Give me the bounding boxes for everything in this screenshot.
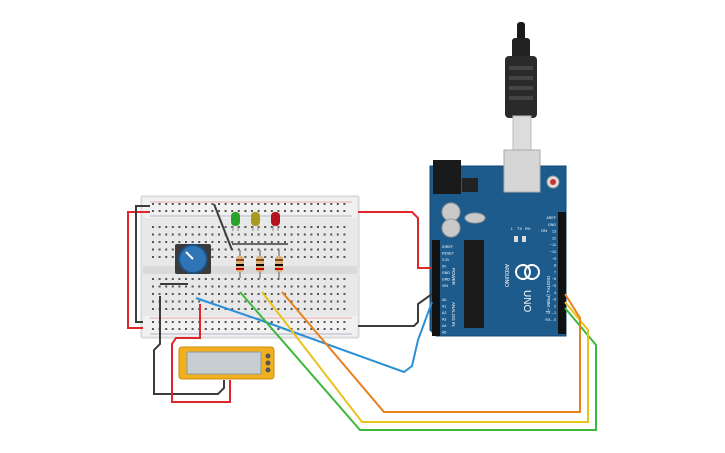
green-led[interactable] — [231, 212, 240, 231]
usb-port — [503, 149, 541, 193]
arduino-brand-text: ARDUINO — [503, 264, 509, 287]
pin-label: VIN — [442, 284, 448, 288]
usb-cable[interactable] — [505, 22, 537, 151]
pin-label: 5V — [442, 265, 447, 269]
digital-header[interactable] — [558, 212, 566, 334]
pin-label: RESET — [442, 252, 455, 256]
resistor-3[interactable] — [275, 250, 283, 278]
pin-label: 4 — [554, 291, 556, 295]
digital-header-label: DIGITAL (PWM ~) — [546, 276, 551, 313]
pin-label: GND — [548, 223, 556, 227]
potentiometer[interactable] — [175, 244, 211, 274]
pin-label: IOREF — [442, 245, 454, 249]
pin-label: ~3 — [552, 298, 556, 302]
power-header[interactable] — [432, 240, 440, 296]
wire-green-d5[interactable] — [239, 291, 597, 431]
dc-jack — [433, 160, 461, 194]
pin-label: ~10 — [550, 250, 556, 254]
resistor-1[interactable] — [236, 250, 244, 278]
wire-orange-d7[interactable] — [281, 291, 581, 413]
crystal — [464, 212, 486, 224]
wire-black-rail-left[interactable] — [135, 205, 150, 323]
pin-label: 12 — [552, 236, 556, 240]
wire-black-lcd[interactable] — [153, 324, 225, 395]
pin-label: 2 — [554, 304, 556, 308]
tx-label: TX — [517, 226, 522, 231]
lcd-screen — [186, 351, 262, 375]
pin-label: TX→1 — [546, 311, 556, 315]
pin-label: ~6 — [552, 277, 556, 281]
capacitor-1 — [441, 202, 461, 222]
pin-label: ~9 — [552, 257, 556, 261]
wire-red-lcd[interactable] — [171, 324, 231, 403]
capacitor-2 — [441, 218, 461, 238]
wire-red-5v[interactable] — [358, 211, 432, 269]
atmega-chip — [464, 240, 484, 328]
pin-label: 3.3V — [442, 258, 450, 262]
pin-label: 8 — [554, 264, 556, 268]
pin-label: A4 — [442, 324, 446, 328]
pin-label: GND — [442, 271, 450, 275]
arduino-uno-board[interactable]: ARDUINO UNO TX RX L ON POWER ANALOG IN D… — [429, 149, 567, 337]
pin-label: A2 — [442, 311, 446, 315]
on-label: ON — [541, 228, 547, 233]
l-label: L — [511, 226, 514, 231]
yellow-led[interactable] — [251, 212, 260, 231]
pin-label: ~5 — [552, 284, 556, 288]
pin-label: 13 — [552, 230, 556, 234]
pin-label: ~11 — [550, 243, 556, 247]
analog-header[interactable] — [432, 294, 440, 336]
pin-label: AREF — [546, 216, 556, 220]
pin-label: A3 — [442, 318, 446, 322]
arduino-model-text: UNO — [521, 290, 532, 312]
regulator — [462, 178, 478, 192]
pin-label: A0 — [442, 298, 446, 302]
pin-label: A1 — [442, 305, 446, 309]
wire-blue-a0[interactable] — [195, 297, 433, 374]
pin-label: RX←0 — [545, 318, 556, 322]
wire-black-gnd[interactable] — [358, 293, 433, 327]
wire-red-rail-left[interactable] — [127, 211, 150, 329]
red-led[interactable] — [271, 212, 280, 231]
pin-label: 7 — [554, 270, 556, 274]
pin-label: GND — [442, 278, 450, 282]
wire-black-short[interactable] — [213, 203, 233, 251]
arduino-logo — [515, 264, 540, 280]
resistor-2[interactable] — [256, 250, 264, 278]
analog-header-label: ANALOG IN — [451, 302, 456, 327]
power-header-label: POWER — [451, 268, 456, 286]
lcd-display[interactable] — [178, 346, 275, 380]
power-pin-labels: IOREF RESET 3.3V 5V GND GND VIN — [442, 245, 455, 288]
digital-pin-labels: AREF GND 13 12 ~11 ~10 ~9 8 7 ~6 ~5 4 ~3 2TX→1RX←0 — [545, 216, 556, 322]
pin-label: A5 — [442, 331, 446, 335]
rx-label: RX — [525, 226, 531, 231]
breadboard[interactable] — [140, 195, 360, 339]
